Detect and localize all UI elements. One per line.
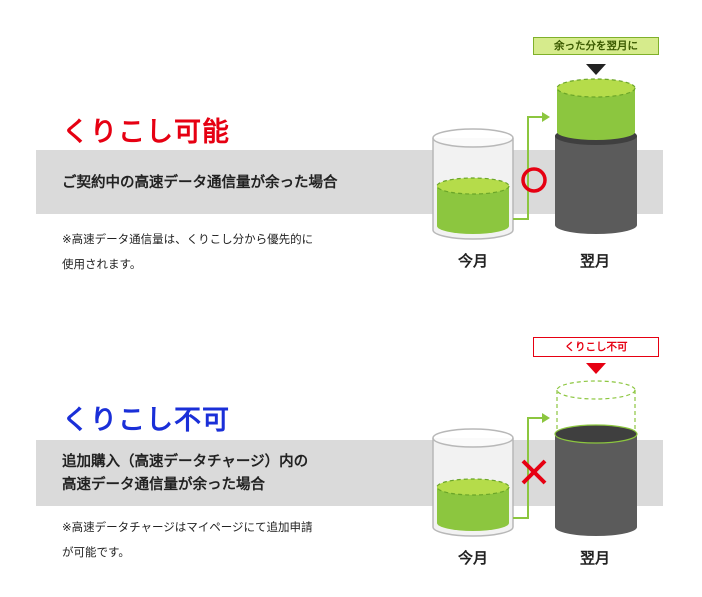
section2-band-text-line1: 追加購入（高速データチャージ）内の	[62, 454, 309, 470]
section1-tag: 余った分を翌月に	[533, 37, 659, 55]
section2-next-month-label: 翌月	[580, 549, 611, 567]
section1-carryover-arrow	[513, 112, 550, 220]
section2-next-month-cylinder	[554, 380, 638, 536]
section1-note: ※高速データ通信量は、くりこし分から優先的に 使用されます。	[62, 227, 392, 277]
section2-note-line1: ※高速データチャージはマイページにて追加申請	[62, 520, 313, 534]
section1-next-month-label: 翌月	[580, 252, 611, 270]
section2-note: ※高速データチャージはマイページにて追加申請 が可能です。	[62, 515, 392, 565]
section2-band-text-line2: 高速データ通信量が余った場合	[62, 477, 265, 493]
section2-this-month-glass	[432, 428, 514, 537]
section1-note-line2: 使用されます。	[62, 257, 142, 271]
section1-down-triangle-icon	[586, 64, 606, 75]
section1-note-line1: ※高速データ通信量は、くりこし分から優先的に	[62, 232, 314, 246]
section1-this-month-label: 今月	[458, 252, 489, 270]
section1-band-text: ご契約中の高速データ通信量が余った場合	[62, 175, 338, 191]
section1-this-month-glass	[432, 128, 514, 240]
cross-mark-icon	[521, 459, 547, 485]
section2-band-text: 追加購入（高速データチャージ）内の 高速データ通信量が余った場合	[62, 451, 308, 497]
section1-next-month-cylinder	[555, 78, 637, 234]
section2-carryover-arrow	[513, 413, 550, 519]
section2-this-month-label: 今月	[458, 549, 489, 567]
section2-note-line2: が可能です。	[62, 545, 130, 559]
section2-tag: くりこし不可	[533, 337, 659, 357]
section2-title: くりこし不可	[62, 405, 230, 436]
section2-down-triangle-icon	[586, 363, 606, 374]
section1-title: くりこし可能	[62, 117, 230, 148]
circle-mark-icon	[521, 167, 547, 193]
